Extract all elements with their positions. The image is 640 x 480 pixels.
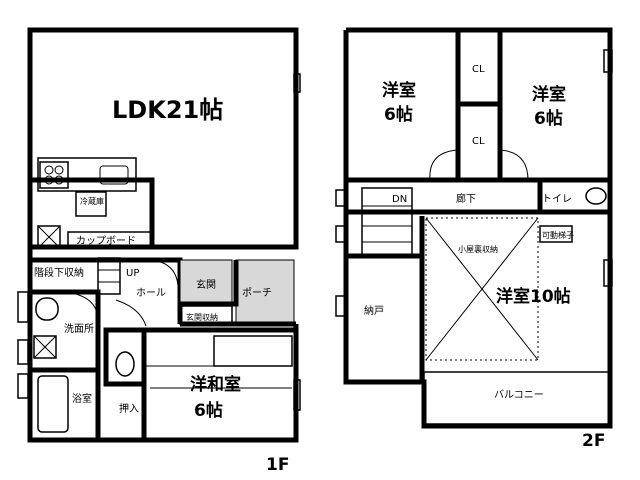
western-b-size: 6帖	[534, 108, 563, 129]
hall-label: ホール	[136, 287, 166, 299]
toilet-label: トイレ	[542, 194, 572, 205]
corridor-label: 廊下	[456, 192, 476, 205]
cupboard-label: カップボード	[76, 235, 136, 247]
ldk-label: LDK21帖	[112, 96, 223, 124]
attic-label: 小屋裏収納	[458, 244, 498, 254]
cl-bottom-label: CL	[472, 136, 485, 147]
porch-label: ポーチ	[242, 287, 272, 299]
up-label: UP	[126, 268, 139, 279]
balcony-label: バルコニー	[494, 389, 544, 401]
western-b-name: 洋室	[532, 84, 566, 105]
ladder-label: 可動梯子	[542, 230, 574, 240]
closet-label: 押入	[119, 402, 139, 415]
fridge-label: 冷蔵庫	[80, 196, 104, 206]
bath-label: 浴室	[72, 392, 92, 405]
washroom-label: 洗面所	[64, 323, 94, 335]
japanese-room-size: 6帖	[194, 400, 223, 421]
entrance-label: 玄関	[196, 278, 216, 291]
cl-top-label: CL	[472, 64, 485, 75]
floor-1-plan	[17, 27, 301, 443]
under-stairs-label: 階段下収納	[34, 266, 84, 279]
western-a-size: 6帖	[384, 104, 413, 125]
japanese-room-name: 洋和室	[190, 374, 241, 395]
dn-label: DN	[392, 194, 407, 205]
western-a-name: 洋室	[382, 80, 416, 101]
floor2-label: 2F	[582, 431, 605, 451]
floor-2-plan	[335, 27, 613, 429]
entrance-storage-label: 玄関収納	[186, 312, 218, 322]
western-big-label: 洋室10帖	[496, 286, 571, 307]
storage-label: 納戸	[364, 304, 384, 317]
floor1-label: 1F	[266, 455, 289, 475]
